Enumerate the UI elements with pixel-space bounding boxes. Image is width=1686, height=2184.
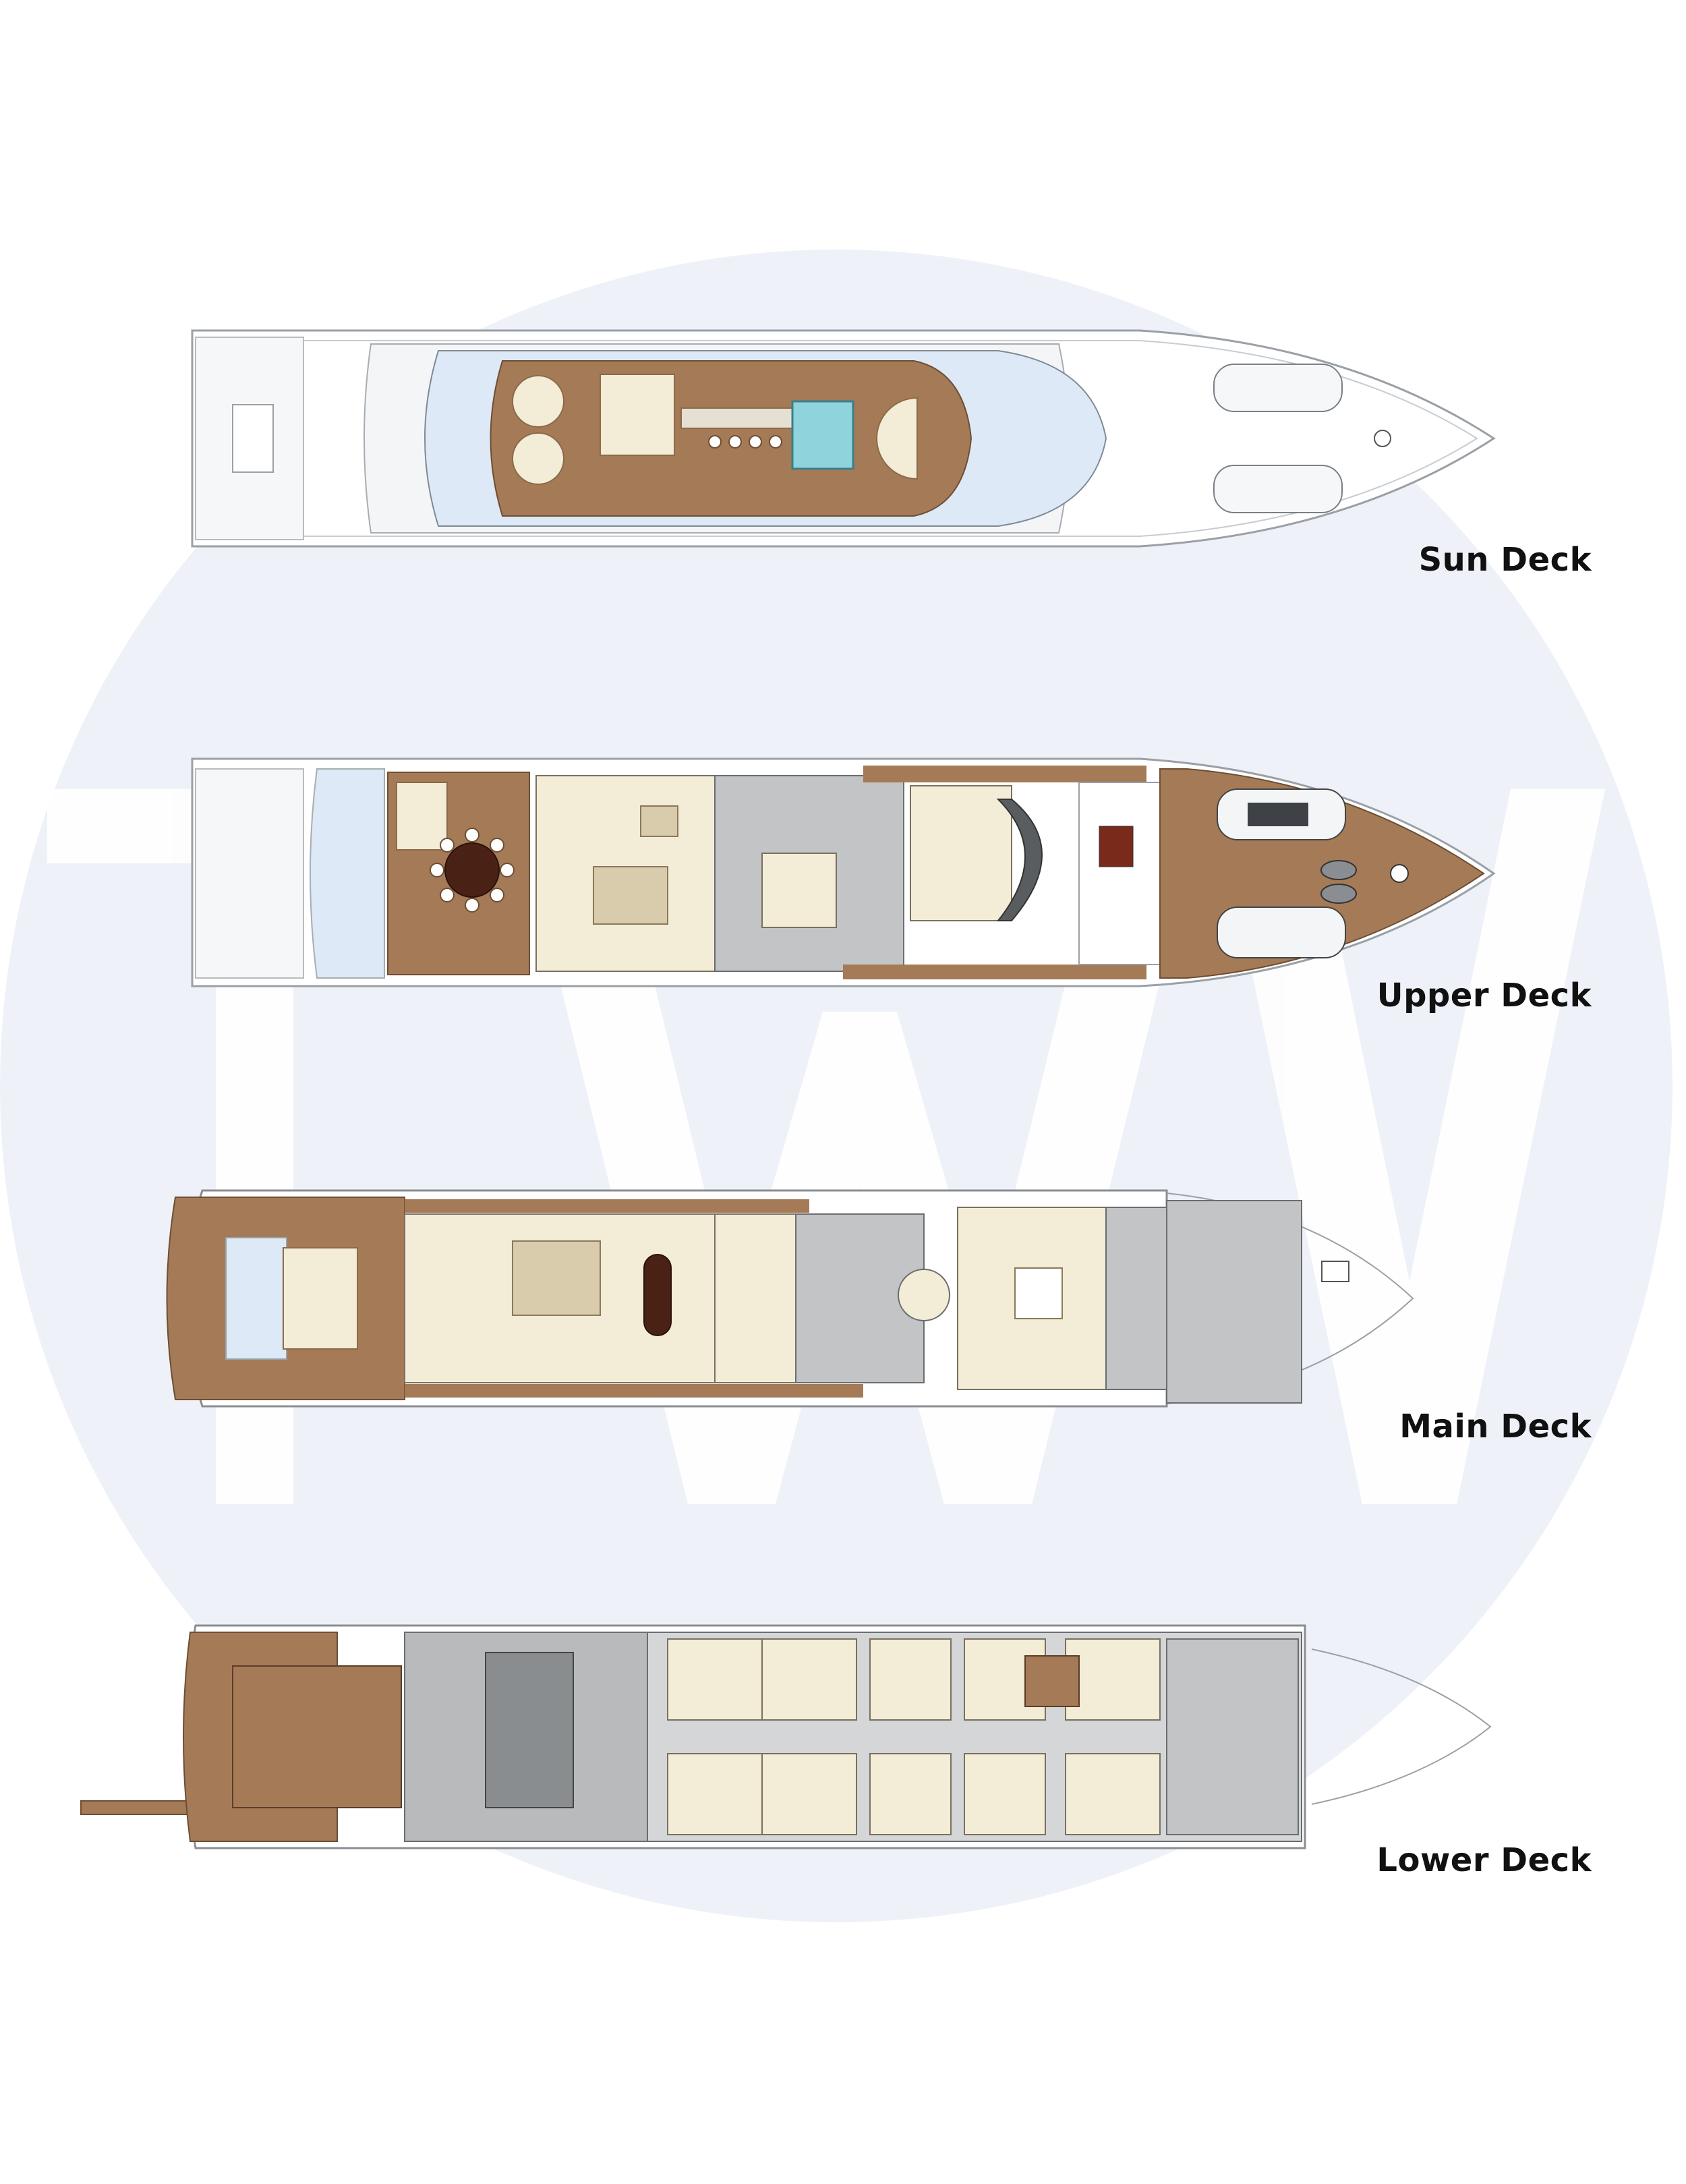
main-deck-anchor-gear xyxy=(1321,1261,1349,1282)
upper-deck-aft-shade xyxy=(310,768,385,979)
upper-deck-side-walkway xyxy=(843,965,1146,979)
sun-deck-bar-stools xyxy=(708,435,782,449)
upper-deck-plan xyxy=(191,757,1496,987)
upper-deck-tender xyxy=(1217,907,1346,958)
main-deck-side-deck xyxy=(405,1199,809,1213)
sun-deck-winch xyxy=(1374,430,1391,447)
lower-deck-plan xyxy=(80,1624,1492,1849)
sun-deck-bar xyxy=(680,407,796,429)
main-deck-label: Main Deck xyxy=(1399,1408,1592,1445)
lower-deck-forward-crew xyxy=(1166,1638,1299,1835)
upper-deck-tender-cockpit xyxy=(1248,803,1308,826)
sun-deck-lounge xyxy=(600,374,675,456)
upper-deck-side-walkway xyxy=(863,766,1146,782)
upper-deck-aft-lounge xyxy=(396,782,448,851)
lower-deck-bow-outline xyxy=(1311,1648,1492,1805)
upper-deck-bridge-console xyxy=(996,799,1043,921)
upper-deck-card-table xyxy=(640,805,678,837)
lower-deck-beach-club xyxy=(232,1665,402,1808)
upper-deck-bridge-deck xyxy=(1078,782,1161,965)
upper-deck-dining-chairs xyxy=(430,828,515,913)
main-deck-owner-bath xyxy=(1105,1207,1167,1390)
sun-deck-tender xyxy=(1213,364,1343,412)
main-deck-dining-table xyxy=(643,1254,672,1336)
sun-deck-forward-seating xyxy=(875,397,918,480)
upper-deck-stern-platform xyxy=(195,768,304,979)
upper-deck-office xyxy=(910,785,1012,921)
upper-deck-windlass xyxy=(1390,864,1409,883)
lower-deck-engine-room xyxy=(485,1652,574,1808)
sun-deck-plan xyxy=(191,329,1496,548)
main-deck-sofa-group xyxy=(512,1240,601,1316)
sun-deck-jacuzzi xyxy=(791,400,854,470)
sun-deck-hull-inner-line xyxy=(202,340,1478,537)
sun-deck-sunpad xyxy=(512,375,564,428)
main-deck-spiral-stair xyxy=(898,1269,950,1321)
upper-deck-cabin xyxy=(761,853,837,928)
sun-deck-transom-plate xyxy=(232,404,274,473)
main-deck-side-deck xyxy=(405,1384,863,1398)
sun-deck-sunpad xyxy=(512,432,564,485)
upper-deck-sofa xyxy=(593,866,668,925)
main-deck-forward-machinery xyxy=(1166,1200,1302,1404)
upper-deck-jetskis xyxy=(1320,860,1357,904)
main-deck-aft-shade xyxy=(225,1237,287,1360)
main-deck-owner-bed xyxy=(1014,1267,1063,1319)
lower-deck-label: Lower Deck xyxy=(1376,1841,1592,1879)
sun-deck-tender xyxy=(1213,465,1343,513)
main-deck-aft-lounge xyxy=(283,1247,358,1350)
lower-deck-crew-mess xyxy=(1024,1655,1080,1707)
upper-deck-label: Upper Deck xyxy=(1376,977,1592,1014)
main-deck-stair-lobby xyxy=(714,1213,796,1383)
upper-deck-bridge-seat xyxy=(1099,826,1134,867)
upper-deck-dining-table xyxy=(444,842,500,898)
sun-deck-label: Sun Deck xyxy=(1418,541,1592,579)
main-deck-plan xyxy=(166,1189,1414,1408)
